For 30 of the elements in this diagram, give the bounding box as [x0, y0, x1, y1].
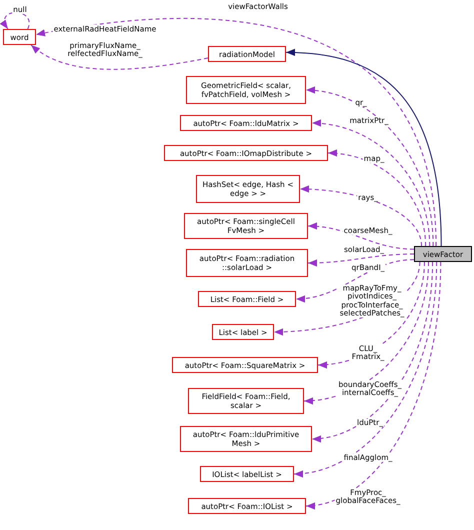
dashed-arrow — [36, 18, 437, 246]
dashed-arrow — [308, 222, 414, 250]
class-box — [188, 388, 304, 414]
class-box — [180, 115, 312, 131]
class-box — [208, 46, 286, 62]
class-box — [212, 324, 274, 340]
dashed-arrow — [306, 87, 434, 246]
arrow — [286, 49, 442, 246]
class-box — [188, 498, 306, 514]
dashed-arrow — [294, 262, 438, 477]
dashed-arrow — [300, 186, 422, 246]
dashed-arrow — [328, 150, 426, 246]
class-box — [414, 246, 472, 262]
dashed-arrow — [296, 259, 414, 302]
dashed-arrow — [312, 120, 430, 246]
class-box — [186, 249, 308, 277]
class-box — [198, 291, 296, 307]
class-box — [200, 466, 294, 482]
class-box — [172, 357, 318, 373]
class-box — [196, 175, 300, 203]
class-box — [3, 29, 36, 45]
dashed-arrow — [306, 262, 442, 508]
class-box — [184, 213, 308, 239]
class-box — [180, 426, 312, 452]
dashed-arrow — [30, 44, 208, 70]
class-box — [186, 76, 306, 104]
class-box — [164, 145, 328, 161]
dashed-arrow — [308, 254, 414, 266]
dashed-arrow — [312, 262, 434, 442]
dashed-arrow — [0, 12, 30, 30]
